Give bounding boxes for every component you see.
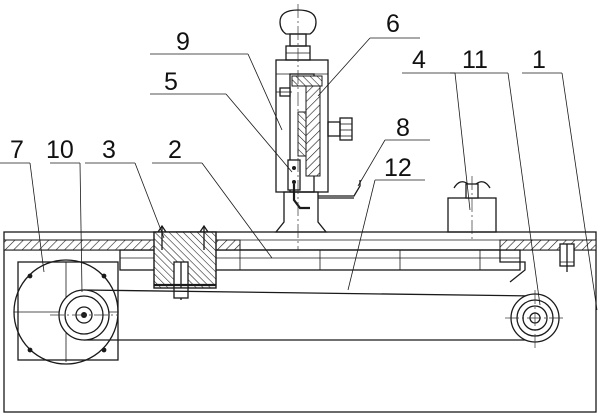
label-7: 7: [10, 136, 24, 164]
driven-pulley: [505, 290, 566, 348]
part-labels: 9 5 6 4 11 1 8 12 7 10 3 2: [10, 10, 546, 182]
right-bolt: [559, 243, 575, 272]
label-5: 5: [164, 68, 178, 96]
label-11: 11: [462, 46, 488, 74]
label-2: 2: [168, 136, 182, 164]
label-9: 9: [176, 28, 190, 56]
top-plate-sections: [3, 239, 597, 251]
wing-nut-clamp: [447, 176, 497, 240]
slider-block: [153, 224, 217, 300]
label-10: 10: [46, 136, 74, 164]
pointer-rod: [318, 180, 361, 199]
label-4: 4: [412, 46, 426, 74]
label-1: 1: [532, 46, 546, 74]
label-12: 12: [384, 154, 412, 182]
column-assembly: [274, 4, 353, 250]
label-6: 6: [386, 10, 400, 38]
label-3: 3: [102, 136, 116, 164]
drive-pulley: [50, 289, 118, 341]
label-8: 8: [396, 114, 410, 142]
belt: [83, 289, 536, 341]
leader-lines: [0, 37, 598, 311]
